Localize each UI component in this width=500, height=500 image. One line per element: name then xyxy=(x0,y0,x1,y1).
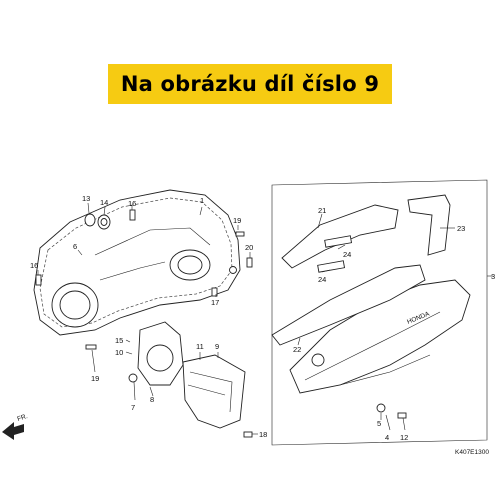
label-24b: 24 xyxy=(318,275,326,284)
label-24a: 24 xyxy=(343,250,351,259)
label-11: 11 xyxy=(196,342,204,351)
outer-cover-9 xyxy=(182,354,246,429)
label-22: 22 xyxy=(293,345,301,354)
inner-plate-8 xyxy=(128,321,184,386)
label-5: 5 xyxy=(377,419,381,428)
banner-text: Na obrázku díl číslo 9 xyxy=(120,72,380,96)
assembly-bracket xyxy=(271,179,488,446)
gasket-21 xyxy=(281,204,399,269)
label-15: 15 xyxy=(115,336,123,345)
label-7: 7 xyxy=(131,403,135,412)
label-16a: 16 xyxy=(128,199,136,208)
label-4: 4 xyxy=(385,433,389,442)
label-16b: 16 xyxy=(30,261,38,270)
label-12: 12 xyxy=(400,433,408,442)
label-9: 9 xyxy=(215,342,219,351)
part-number-banner: Na obrázku díl číslo 9 xyxy=(108,64,392,104)
label-3: 3 xyxy=(491,272,495,281)
part-number-labels: 1 3 4 5 6 7 8 9 10 11 12 13 14 15 16 16 … xyxy=(30,194,495,442)
label-6: 6 xyxy=(73,242,77,251)
label-19b: 19 xyxy=(91,374,99,383)
label-20: 20 xyxy=(245,243,253,252)
bolts xyxy=(35,209,407,438)
label-1: 1 xyxy=(200,196,204,205)
gasket-22 xyxy=(271,264,426,346)
label-13: 13 xyxy=(82,194,90,203)
fr-label: FR. xyxy=(16,413,28,423)
left-crankcase-cover xyxy=(33,189,241,336)
label-21: 21 xyxy=(318,206,326,215)
leader-lines xyxy=(37,202,455,435)
label-18: 18 xyxy=(259,430,267,439)
label-10: 10 xyxy=(115,348,123,357)
seal-and-ring-13-14 xyxy=(84,213,111,230)
label-19a: 19 xyxy=(233,216,241,225)
seal-strip-24a xyxy=(324,235,353,248)
seal-strip-24b xyxy=(317,260,346,273)
label-17: 17 xyxy=(211,298,219,307)
front-direction-arrow: FR. xyxy=(2,413,29,440)
label-23: 23 xyxy=(457,224,465,233)
cover-assembly-3: HONDA xyxy=(289,279,471,394)
label-8: 8 xyxy=(150,395,154,404)
label-14: 14 xyxy=(100,198,108,207)
duct-23 xyxy=(407,194,451,256)
diagram-code: K407E1300 xyxy=(455,449,489,456)
